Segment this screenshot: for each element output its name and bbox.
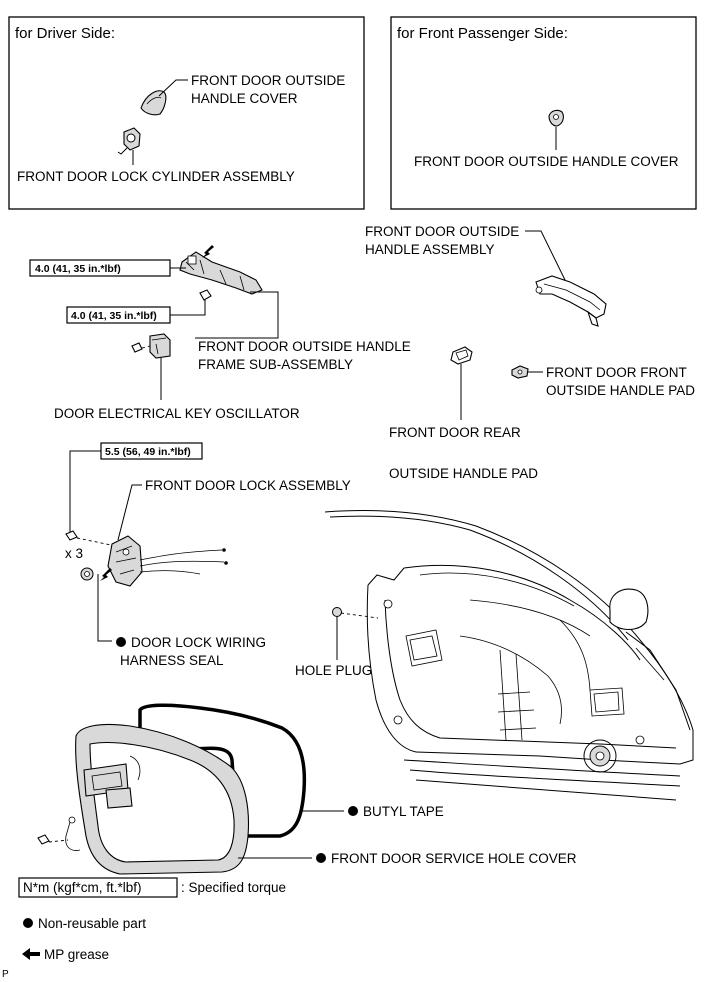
door-lock-assembly-part: [107, 535, 228, 587]
service-hole-cover-part: [75, 723, 249, 875]
front-pad-label-2: OUTSIDE HANDLE PAD: [546, 383, 695, 398]
torque-callout-3: 5.5 (56, 49 in.*lbf): [69, 442, 203, 532]
outside-handle-cover-label-2: HANDLE COVER: [191, 91, 298, 106]
outside-handle-assy-label-2: HANDLE ASSEMBLY: [365, 242, 495, 257]
front-handle-pad-part: [511, 365, 529, 379]
grease-arrow-icon: [202, 245, 214, 258]
handle-frame-label-2: FRAME SUB-ASSEMBLY: [198, 357, 353, 372]
driver-side-title: for Driver Side:: [15, 25, 115, 42]
butyl-tape-label: BUTYL TAPE: [363, 804, 444, 819]
torque-callout-1: 4.0 (41, 35 in.*lbf): [29, 259, 186, 277]
torque-3-text: 5.5 (56, 49 in.*lbf): [105, 446, 191, 458]
lock-screw: [65, 530, 117, 547]
passenger-handle-cover-part: [548, 109, 564, 127]
legend-torque-desc: : Specified torque: [181, 880, 286, 895]
butyl-tape-non-reusable-icon: [348, 806, 358, 816]
service-hole-cover-label: FRONT DOOR SERVICE HOLE COVER: [331, 851, 577, 866]
legend-non-reusable-text: Non-reusable part: [38, 916, 146, 931]
legend-torque-box-text: N*m (kgf*cm, ft.*lbf): [23, 880, 142, 895]
outside-handle-cover-part: [140, 90, 167, 116]
lock-cylinder-part: [117, 127, 141, 155]
rear-pad-label-2: OUTSIDE HANDLE PAD: [389, 466, 538, 481]
hole-plug-label: HOLE PLUG: [295, 663, 372, 678]
wiring-seal-label-1: DOOR LOCK WIRING: [131, 635, 266, 650]
wiring-harness-seal-part: [80, 567, 94, 581]
outside-handle-assy-label-1: FRONT DOOR OUTSIDE: [365, 224, 519, 239]
legend: N*m (kgf*cm, ft.*lbf) : Specified torque…: [18, 877, 286, 962]
passenger-handle-cover-label: FRONT DOOR OUTSIDE HANDLE COVER: [414, 154, 679, 169]
oscillator-screw: [131, 342, 151, 353]
screw-count-label: x 3: [65, 546, 83, 561]
torque-callout-2: 4.0 (41, 35 in.*lbf): [66, 302, 206, 324]
hole-plug-part: [332, 607, 379, 619]
torque-1-text: 4.0 (41, 35 in.*lbf): [35, 263, 121, 275]
handle-frame-label-1: FRONT DOOR OUTSIDE HANDLE: [198, 339, 411, 354]
legend-grease-text: MP grease: [44, 947, 109, 962]
key-oscillator-label: DOOR ELECTRICAL KEY OSCILLATOR: [54, 406, 300, 421]
seal-non-reusable-icon: [116, 637, 126, 647]
cover-clip-part: [37, 816, 81, 851]
passenger-side-box: for Front Passenger Side: FRONT DOOR OUT…: [390, 16, 697, 210]
key-oscillator-part: [149, 333, 171, 359]
lock-grease-arrow-icon: [100, 568, 112, 581]
front-pad-label-1: FRONT DOOR FRONT: [546, 365, 687, 380]
outside-handle-assembly-part: [535, 275, 607, 327]
outside-handle-cover-label-1: FRONT DOOR OUTSIDE: [191, 73, 345, 88]
corner-mark: P: [2, 969, 9, 980]
front-door-panel: [324, 510, 694, 801]
driver-side-box: for Driver Side: FRONT DOOR OUTSIDE HAND…: [8, 16, 365, 210]
legend-non-reusable-icon: [23, 918, 33, 928]
passenger-side-title: for Front Passenger Side:: [397, 25, 568, 42]
torque-2-text: 4.0 (41, 35 in.*lbf): [71, 310, 157, 322]
rear-pad-label-1: FRONT DOOR REAR: [389, 425, 521, 440]
wiring-seal-label-2: HARNESS SEAL: [120, 653, 224, 668]
handle-frame-part: [179, 251, 263, 295]
rear-handle-pad-part: [450, 346, 473, 365]
service-cover-non-reusable-icon: [316, 853, 326, 863]
lock-cylinder-label: FRONT DOOR LOCK CYLINDER ASSEMBLY: [17, 169, 295, 184]
legend-grease-arrow-icon: [22, 948, 40, 960]
lock-assy-label: FRONT DOOR LOCK ASSEMBLY: [145, 478, 351, 493]
